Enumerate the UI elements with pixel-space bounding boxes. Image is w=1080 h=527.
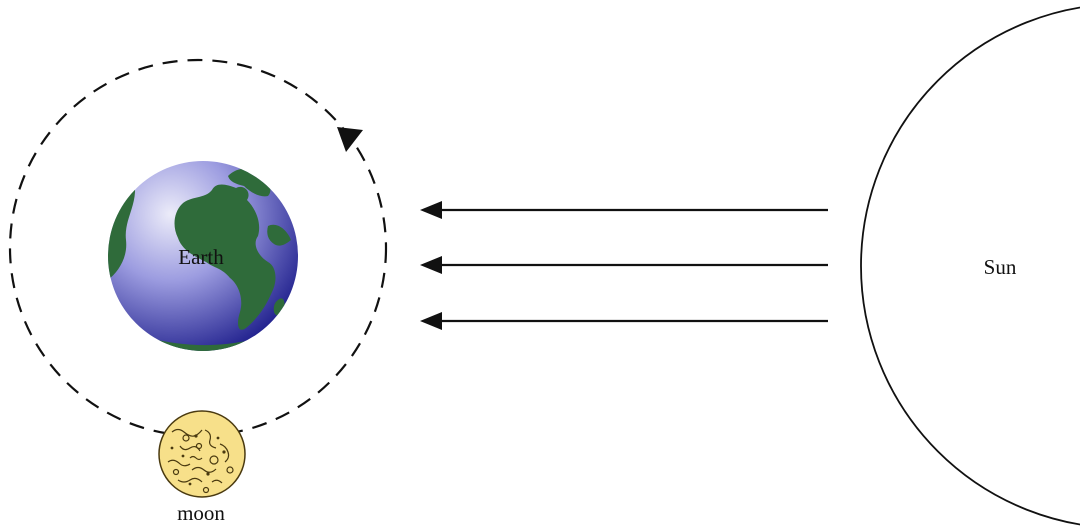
moon-label: moon	[177, 501, 225, 525]
orbit-direction-arrowhead	[337, 127, 363, 152]
moon-icon	[158, 410, 246, 498]
sunlight-arrow	[420, 201, 828, 219]
sun-label: Sun	[984, 255, 1017, 279]
earth-globe-icon	[108, 161, 298, 351]
sun-circle	[860, 6, 1080, 526]
sunlight-arrows	[420, 201, 828, 330]
moon-orbit-path	[8, 58, 388, 438]
earth-label: Earth	[178, 245, 224, 269]
sunlight-arrow	[420, 312, 828, 330]
sunlight-arrow	[420, 256, 828, 274]
